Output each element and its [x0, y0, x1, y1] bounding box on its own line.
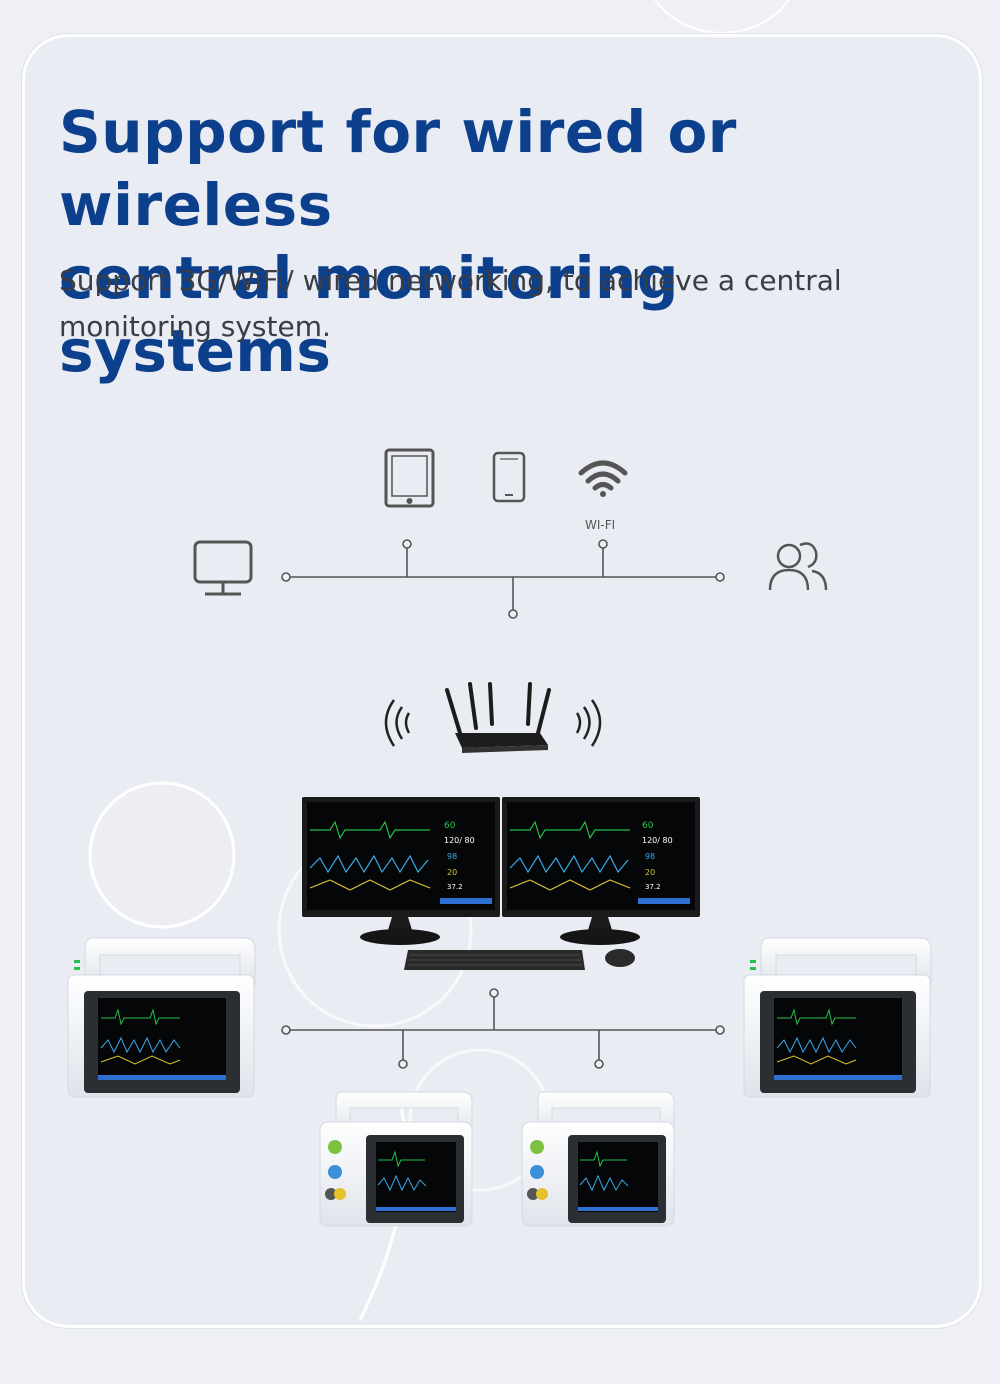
patient-monitor-right	[743, 937, 932, 1098]
keyboard	[404, 950, 585, 970]
central-monitor-left: 60 120/ 80 98 20 37.2	[302, 797, 500, 945]
title-line-1: Support for wired or wireless	[59, 98, 737, 239]
router-icon	[445, 682, 551, 753]
patient-monitor-small-left	[319, 1091, 473, 1227]
signal-waves-right	[575, 699, 602, 747]
phone-icon	[492, 451, 526, 503]
resp-value: 20	[447, 868, 457, 877]
tablet-icon	[384, 448, 435, 508]
signal-waves-left	[384, 699, 411, 747]
top-network-bus	[281, 539, 725, 619]
spo2-value-2: 98	[645, 852, 655, 861]
central-monitor-right: 60 120/ 80 98 20 37.2	[502, 797, 700, 945]
nibp-value: 120/ 80	[444, 836, 475, 845]
hr-value: 60	[444, 821, 456, 831]
temp-value: 37.2	[447, 883, 463, 891]
patient-monitor-small-right	[521, 1091, 675, 1227]
mouse	[605, 949, 635, 967]
bottom-network-bus	[281, 988, 725, 1069]
hr-value-2: 60	[642, 821, 654, 831]
wifi-icon	[578, 460, 628, 497]
computer-icon	[193, 540, 253, 596]
page-subtitle: Support 3G/WiFi/ wired networking, to ac…	[59, 264, 842, 343]
page-title: Support for wired or wireless central mo…	[59, 96, 959, 388]
title-line-2: central monitoring systems	[59, 244, 679, 385]
temp-value-2: 37.2	[645, 883, 661, 891]
wifi-label: WI-FI	[585, 518, 615, 532]
content-card	[22, 34, 982, 1328]
spo2-value: 98	[447, 852, 457, 861]
users-icon	[768, 542, 828, 591]
nibp-value-2: 120/ 80	[642, 836, 673, 845]
resp-value-2: 20	[645, 868, 655, 877]
patient-monitor-left	[67, 937, 256, 1098]
